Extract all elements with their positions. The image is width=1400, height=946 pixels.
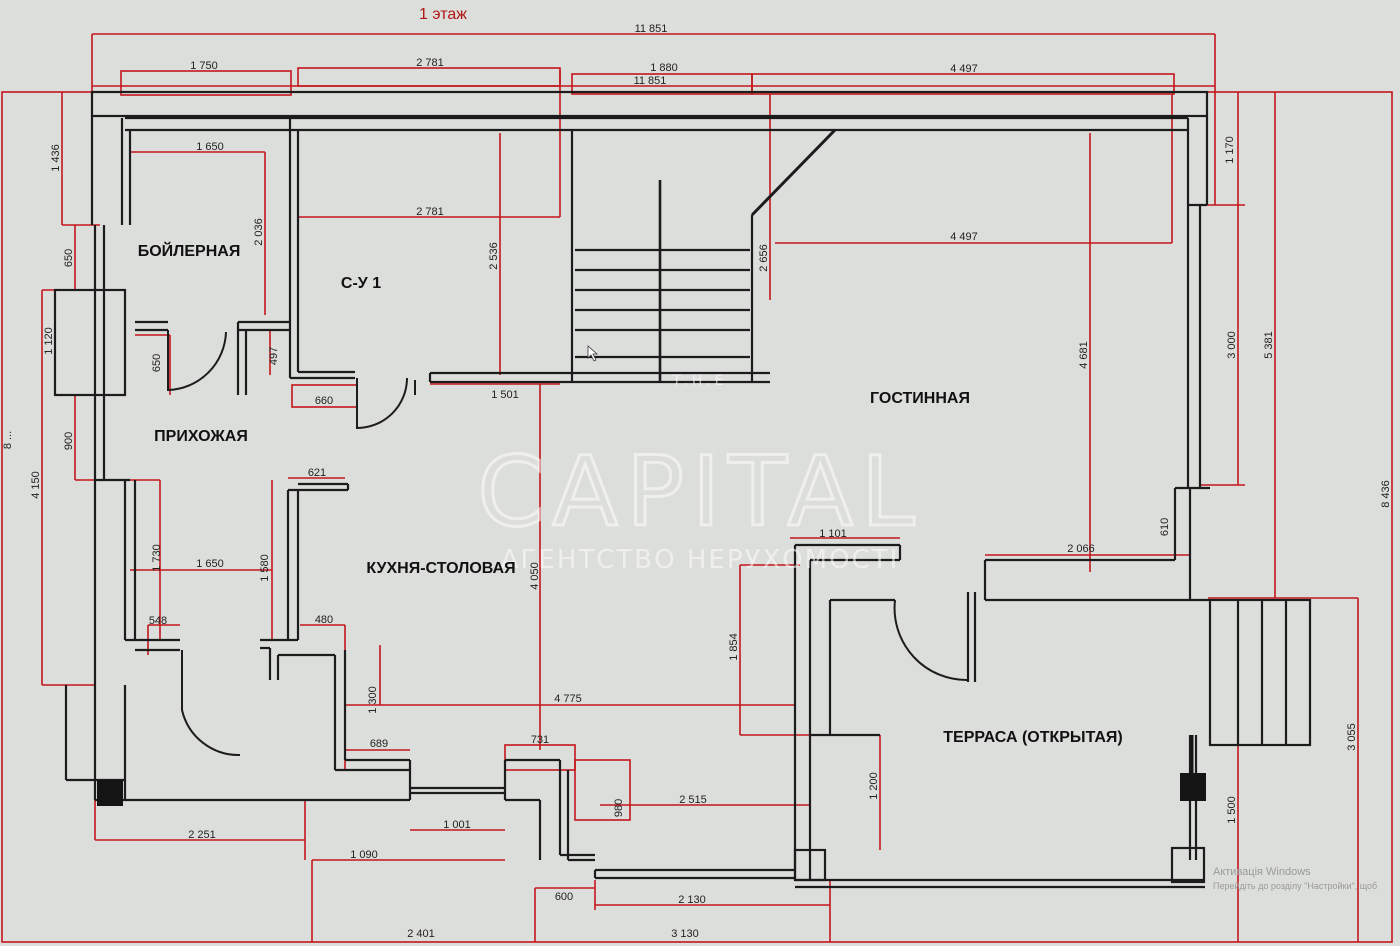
- dim-porch-980: 980: [613, 799, 625, 817]
- dim-boiler-width: 1 650: [196, 141, 224, 153]
- dim-porch-731: 731: [531, 734, 549, 746]
- room-labels: БОЙЛЕРНАЯ С-У 1 ПРИХОЖАЯ ГОСТИННАЯ КУХНЯ…: [138, 241, 1123, 746]
- dim-top-living: 4 497: [950, 63, 978, 75]
- dim-bottom-2251: 2 251: [188, 829, 216, 841]
- dimension-labels-vertical: 2 036 2 536 2 656 4 681 1 170 3 000 5 38…: [2, 136, 1392, 824]
- dim-kitchen-1580: 1 580: [259, 554, 271, 582]
- dim-bottom-2130: 2 130: [678, 894, 706, 906]
- dim-top-left: 1 750: [190, 60, 218, 72]
- dim-left-1120: 1 120: [43, 327, 55, 355]
- room-label-kitchen: КУХНЯ-СТОЛОВАЯ: [366, 560, 515, 577]
- dim-kitchen-480: 480: [315, 614, 333, 626]
- dim-right-total: 5 381: [1263, 331, 1275, 359]
- dim-living-1101: 1 101: [819, 528, 847, 540]
- room-label-hall: ПРИХОЖАЯ: [154, 428, 248, 445]
- dim-left-650b: 650: [151, 354, 163, 372]
- dim-right-mid: 3 000: [1226, 331, 1238, 359]
- watermark-subtitle: АГЕНТСТВО НЕРУХОМОСТІ: [501, 545, 899, 575]
- dim-right-overall: 8 436: [1380, 480, 1392, 508]
- dim-stair-height: 2 656: [758, 244, 770, 272]
- dim-terrace-3055: 3 055: [1346, 723, 1358, 751]
- dim-kitchen-548: 548: [149, 615, 167, 627]
- dim-left-4150: 4 150: [30, 471, 42, 499]
- dim-kitchen-689: 689: [370, 738, 388, 750]
- dim-terrace-1854: 1 854: [728, 633, 740, 661]
- dim-bottom-600: 600: [555, 891, 573, 903]
- dim-bath-height: 2 536: [488, 242, 500, 270]
- dim-bottom-2401: 2 401: [407, 928, 435, 940]
- column-left: [97, 780, 123, 806]
- column-right: [1180, 773, 1206, 801]
- dim-overall-width: 11 851: [635, 23, 668, 35]
- dim-bath-door: 660: [315, 395, 333, 407]
- watermark-top: T.H.E: [672, 373, 728, 389]
- dim-top-stair: 1 880: [650, 62, 678, 74]
- dim-bottom-3130: 3 130: [671, 928, 699, 940]
- dim-kitchen-1300: 1 300: [367, 686, 379, 714]
- dim-left-900: 900: [63, 432, 75, 450]
- dim-kitchen-621: 621: [308, 467, 326, 479]
- watermark-brand: CAPITAL: [477, 436, 922, 548]
- dimension-lines: [1, 33, 1393, 943]
- dim-right-top: 1 170: [1224, 136, 1236, 164]
- door-swings: [167, 330, 969, 757]
- dimension-labels-horizontal: 11 851 11 851 1 750 2 781 1 880 4 497 1 …: [149, 23, 1095, 940]
- dim-terrace-1200: 1 200: [868, 772, 880, 800]
- dim-living-610: 610: [1159, 518, 1171, 536]
- room-label-boiler: БОЙЛЕРНАЯ: [138, 241, 241, 260]
- windows-activation-notice: Активація Windows Перейдіть до розділу "…: [1213, 866, 1377, 891]
- dim-top-bath: 2 781: [416, 57, 444, 69]
- dim-terrace-1500: 1 500: [1226, 796, 1238, 824]
- dim-kitchen-1730: 1 730: [151, 544, 163, 572]
- watermark: T.H.E CAPITAL АГЕНТСТВО НЕРУХОМОСТІ: [476, 373, 922, 575]
- dim-kitchen-width: 4 775: [554, 693, 582, 705]
- plan-title: 1 этаж: [419, 6, 467, 23]
- dim-kitchen-height: 4 050: [529, 562, 541, 590]
- dim-living-height: 4 681: [1078, 341, 1090, 369]
- dim-kitchen-1650: 1 650: [196, 558, 224, 570]
- activation-title: Активація Windows: [1213, 866, 1311, 878]
- dim-living-2066: 2 066: [1067, 543, 1095, 555]
- walls: [53, 90, 1312, 889]
- room-label-bath: С-У 1: [341, 275, 381, 292]
- room-label-living: ГОСТИННАЯ: [870, 390, 970, 407]
- dim-overall-width-inner: 11 851: [634, 75, 667, 87]
- room-label-terrace: ТЕРРАСА (ОТКРЫТАЯ): [943, 729, 1123, 746]
- dim-left-overall: 8 ...: [2, 431, 14, 449]
- dim-bath-bottom: 1 501: [491, 389, 519, 401]
- dim-bottom-1090: 1 090: [350, 849, 378, 861]
- dim-left-top: 1 436: [50, 144, 62, 172]
- dim-living-width: 4 497: [950, 231, 978, 243]
- dim-bottom-1001: 1 001: [443, 819, 471, 831]
- activation-subtitle: Перейдіть до розділу "Настройки", щоб: [1213, 881, 1377, 891]
- dim-bath-width: 2 781: [416, 206, 444, 218]
- dim-step-497: 497: [268, 347, 280, 365]
- dim-boiler-height: 2 036: [253, 218, 265, 246]
- dim-porch-2515: 2 515: [679, 794, 707, 806]
- cursor-icon: [587, 345, 599, 362]
- dim-left-650a: 650: [63, 249, 75, 267]
